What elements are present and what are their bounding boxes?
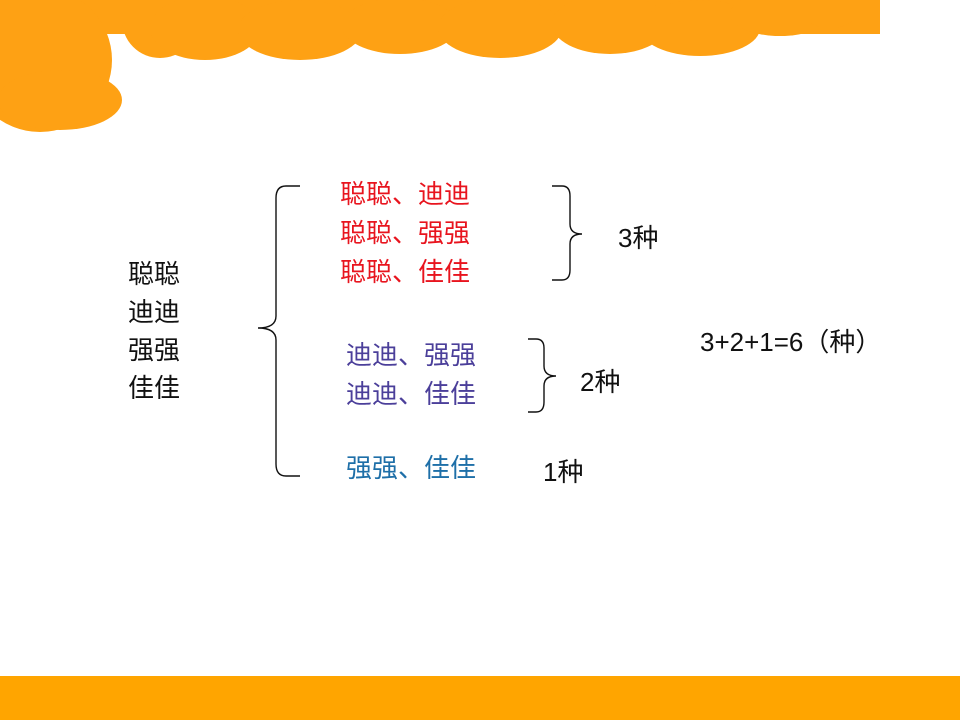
large-brace [257, 185, 300, 477]
name-item: 聪聪 [128, 260, 181, 290]
name-item: 强强 [128, 336, 181, 366]
pair-group-1: 聪聪、迪迪聪聪、强强聪聪、佳佳 [340, 176, 470, 293]
bottom-bar [0, 676, 960, 720]
pair-group-2: 迪迪、强强迪迪、佳佳 [346, 337, 476, 415]
group-1-count: 3种 [618, 223, 659, 253]
pair-item: 迪迪、佳佳 [346, 380, 477, 410]
group-2-count: 2种 [580, 367, 621, 397]
pair-item: 迪迪、强强 [346, 341, 477, 371]
name-item: 迪迪 [128, 298, 181, 328]
group-2-brace [528, 338, 557, 413]
name-item: 佳佳 [128, 374, 181, 404]
pair-item: 聪聪、佳佳 [340, 258, 471, 288]
group-3-count: 1种 [543, 457, 584, 487]
pair-item: 聪聪、迪迪 [340, 180, 471, 210]
cloud-shapes [0, 0, 880, 132]
total-equation: 3+2+1=6（种） [700, 327, 882, 357]
pair-item: 强强、佳佳 [346, 454, 477, 484]
pair-item: 聪聪、强强 [340, 219, 471, 249]
top-cloud-decoration [0, 0, 880, 132]
group-1-brace [552, 185, 583, 281]
pair-group-3: 强强、佳佳 [346, 450, 476, 489]
names-list: 聪聪迪迪强强佳佳 [128, 256, 180, 408]
